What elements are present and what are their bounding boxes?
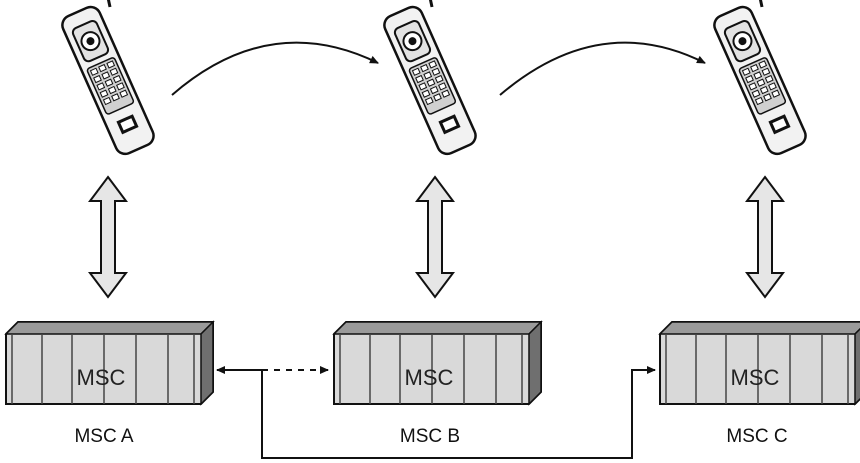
trunk-link-a-to-c: [261, 366, 656, 459]
msc-b-box-label: MSC: [405, 365, 454, 390]
mobile-phone-icon: [709, 0, 811, 159]
msc-c-cabinet: MSC: [659, 321, 860, 405]
msc-a-cabinet: MSC: [5, 321, 214, 405]
handoff-arrow-1: [171, 41, 379, 96]
msc-b-cabinet: MSC: [333, 321, 542, 405]
radio-link-arrow: [416, 176, 454, 298]
msc-a-box-label: MSC: [77, 365, 126, 390]
radio-link-arrow: [746, 176, 784, 298]
mobile-phone-icon: [57, 0, 159, 159]
handoff-arrow-2: [499, 41, 706, 96]
msc-c-box-label: MSC: [731, 365, 780, 390]
mobile-phone-icon: [379, 0, 481, 159]
msc-c-caption: MSC C: [726, 426, 787, 447]
msc-b-caption: MSC B: [400, 426, 460, 447]
msc-a-caption: MSC A: [74, 426, 133, 447]
radio-link-arrow: [89, 176, 127, 298]
